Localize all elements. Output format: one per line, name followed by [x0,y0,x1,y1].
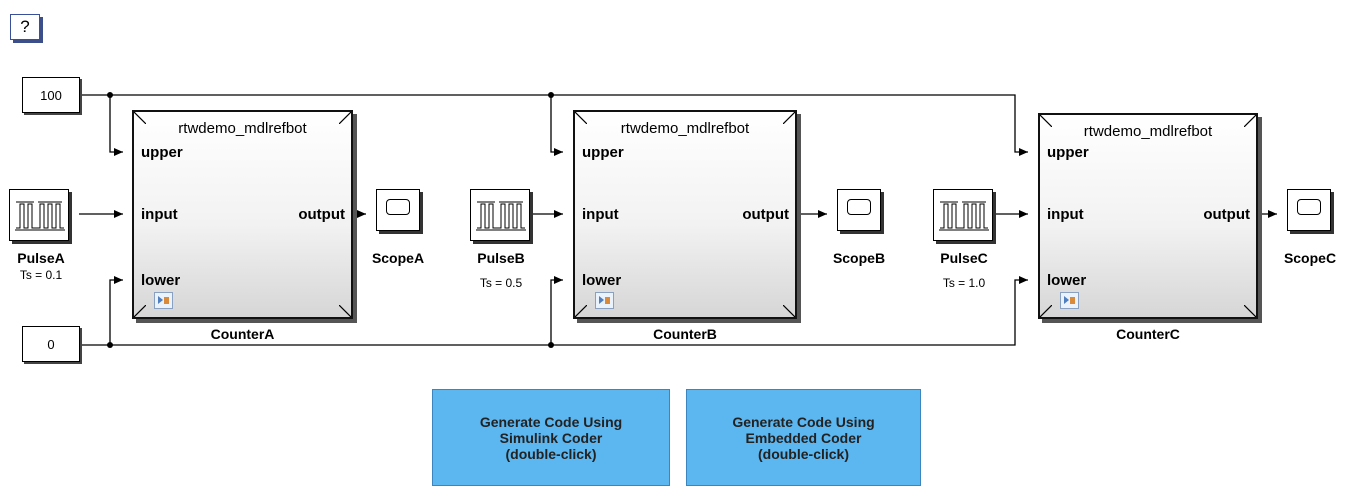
corner-mark-icon [575,305,587,317]
scope-b-block[interactable] [837,189,881,231]
constant-lower-value: 0 [47,336,55,352]
model-reference-badge-icon [154,292,173,309]
corner-mark-icon [783,305,795,317]
corner-mark-icon [339,305,351,317]
port-output-label: output [1203,206,1250,223]
port-upper-label: upper [141,144,183,161]
corner-mark-icon [783,112,795,124]
pulse-a-sample-time: Ts = 0.1 [19,268,63,282]
corner-mark-icon [1040,115,1052,127]
button-line-2: Embedded Coder [745,429,862,446]
port-upper-label: upper [1047,144,1089,161]
pulse-b-label: PulseB [477,250,525,266]
scope-screen-icon [1297,199,1321,215]
model-reference-badge-icon [595,292,614,309]
button-line-2: Simulink Coder [499,429,603,446]
branch-point [548,342,554,348]
port-lower-label: lower [1047,272,1087,289]
port-output-label: output [298,206,345,223]
counter-c-model-reference-block[interactable]: rtwdemo_mdlrefbot upper input lower outp… [1038,113,1258,319]
port-lower-label: lower [582,272,622,289]
scope-screen-icon [847,199,871,215]
pulse-generator-c-block[interactable] [933,189,993,241]
button-line-3: (double-click) [505,445,597,462]
branch-point [107,342,113,348]
scope-a-label: ScopeA [371,250,425,266]
scope-screen-icon [386,199,410,215]
button-line-1: Generate Code Using [479,413,623,430]
upper-line-a [109,95,123,156]
help-button[interactable]: ? [10,14,40,40]
counter-c-label: CounterC [1116,326,1180,342]
pulse-train-icon [15,201,65,231]
pulse-a-label: PulseA [17,250,65,266]
generate-simulink-coder-button[interactable]: Generate Code Using Simulink Coder (doub… [432,389,670,486]
port-upper-label: upper [582,144,624,161]
upper-line-b [550,95,563,156]
port-input-label: input [141,206,178,223]
pulse-generator-a-block[interactable] [9,189,69,241]
counter-b-model-reference-block[interactable]: rtwdemo_mdlrefbot upper input lower outp… [573,110,797,319]
corner-mark-icon [134,112,146,124]
counter-b-label: CounterB [653,326,717,342]
port-input-label: input [582,206,619,223]
constant-upper-block[interactable]: 100 [22,77,80,113]
referenced-model-name: rtwdemo_mdlrefbot [620,120,750,137]
corner-mark-icon [1244,115,1256,127]
scope-a-block[interactable] [376,189,420,231]
pulse-c-label: PulseC [940,250,988,266]
pulse-train-icon [476,201,526,231]
pulse-train-icon [939,201,989,231]
constant-lower-block[interactable]: 0 [22,326,80,362]
generate-embedded-coder-button[interactable]: Generate Code Using Embedded Coder (doub… [686,389,921,486]
scope-c-label: ScopeC [1283,250,1337,266]
port-lower-label: lower [141,272,181,289]
scope-b-label: ScopeB [832,250,886,266]
pulse-b-sample-time: Ts = 0.5 [479,276,523,290]
referenced-model-name: rtwdemo_mdlrefbot [1083,123,1213,140]
button-line-1: Generate Code Using [732,413,875,430]
branch-point [107,92,113,98]
corner-mark-icon [1040,305,1052,317]
counter-a-model-reference-block[interactable]: rtwdemo_mdlrefbot upper input lower outp… [132,110,353,319]
constant-upper-value: 100 [40,87,62,103]
pulse-generator-b-block[interactable] [470,189,530,241]
model-reference-badge-icon [1060,292,1079,309]
branch-point [548,92,554,98]
lower-line-a [109,276,123,345]
corner-mark-icon [575,112,587,124]
corner-mark-icon [339,112,351,124]
scope-c-block[interactable] [1287,189,1331,231]
corner-mark-icon [1244,305,1256,317]
lower-line-b [550,276,563,345]
corner-mark-icon [134,305,146,317]
button-line-3: (double-click) [757,445,849,462]
referenced-model-name: rtwdemo_mdlrefbot [178,120,307,137]
port-input-label: input [1047,206,1084,223]
pulse-c-sample-time: Ts = 1.0 [942,276,986,290]
counter-a-label: CounterA [210,326,275,342]
port-output-label: output [742,206,789,223]
